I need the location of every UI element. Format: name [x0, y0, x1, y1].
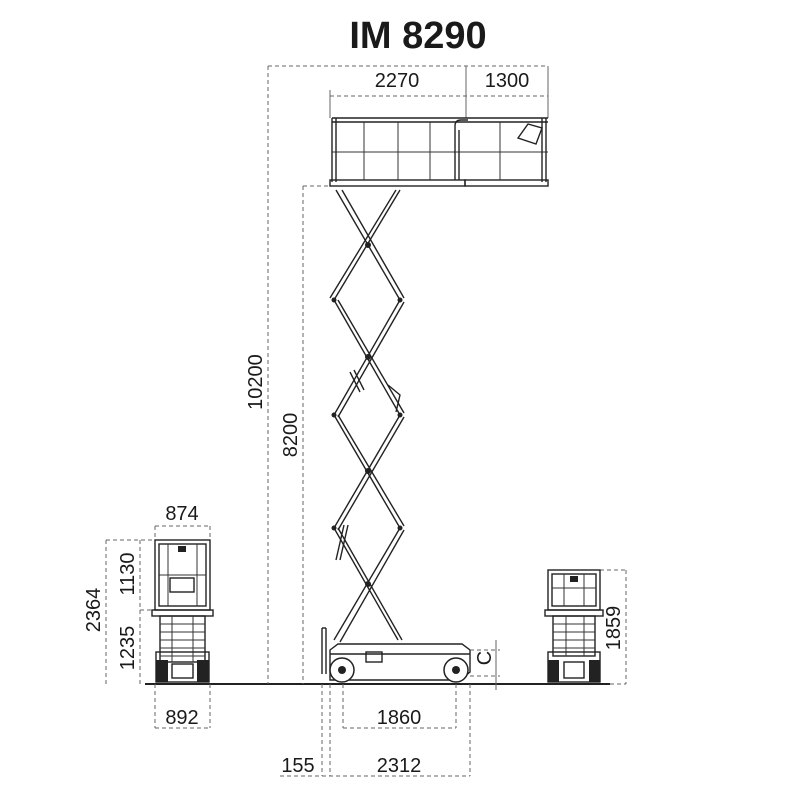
- label-rear-view-height: 1859: [603, 606, 625, 651]
- label-front-height-total: 2364: [83, 588, 105, 633]
- label-extension-length: 1300: [485, 70, 530, 92]
- label-ground-clearance: C: [474, 651, 496, 665]
- rear-view: [544, 569, 627, 685]
- label-overall-length: 2312: [377, 755, 422, 777]
- label-max-height: 10200: [245, 354, 267, 410]
- front-view: [105, 525, 214, 729]
- scissor-stack: [329, 189, 405, 643]
- label-front-guardrail-height: 1130: [117, 552, 139, 595]
- platform-extension: [464, 179, 549, 187]
- label-platform-height: 8200: [280, 413, 302, 458]
- side-view: [267, 65, 549, 777]
- label-wheelbase: 1860: [377, 707, 422, 729]
- label-front-stowed-height: 1235: [117, 626, 139, 671]
- drawing-title: IM 8290: [349, 15, 486, 57]
- dimension-labels: 2270 1300 10200 8200 874 2364 1130 1235 …: [83, 70, 625, 777]
- label-front-width-platform: 874: [165, 503, 198, 525]
- label-rear-overhang: 155: [281, 755, 314, 777]
- platform-deck: [329, 179, 466, 187]
- label-front-width-base: 892: [165, 707, 198, 729]
- chassis: [321, 627, 471, 683]
- platform-guardrail: [331, 117, 548, 182]
- label-platform-length: 2270: [375, 70, 420, 92]
